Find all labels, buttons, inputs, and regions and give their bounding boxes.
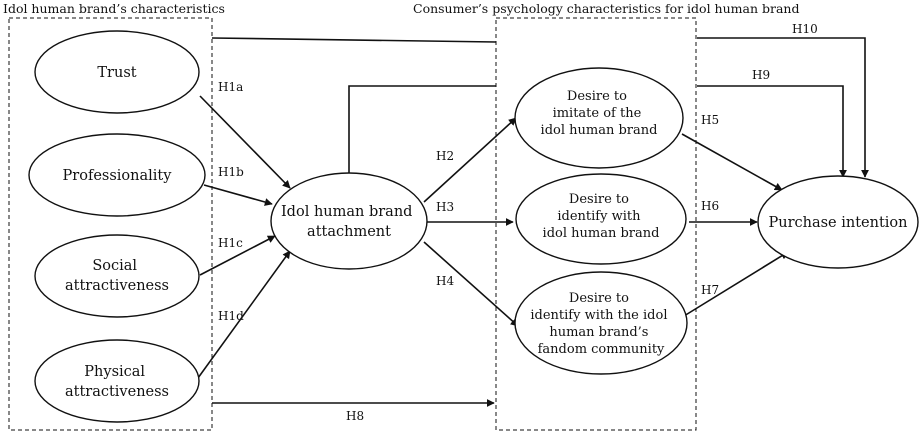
node-purchase-intention: Purchase intention <box>757 175 919 269</box>
node-desire-imitate: Desire to imitate of the idol human bran… <box>514 67 684 169</box>
node-social-attractiveness-line-2: attractiveness <box>65 278 169 294</box>
node-social-attractiveness-line-1: Social <box>92 258 137 274</box>
edge-h2 <box>423 117 517 203</box>
node-attachment: Idol human brand attachment <box>270 172 428 270</box>
node-desire-imitate-line-1: Desire to <box>567 89 627 104</box>
node-social-attractiveness: Social attractiveness <box>34 234 200 318</box>
node-physical-attractiveness-line-2: attractiveness <box>65 384 169 400</box>
svg-text:Desire to identify with: Desire to identify with the idol human b… <box>530 291 671 357</box>
edge-h9 <box>348 85 496 173</box>
idol-characteristics-group <box>8 17 213 431</box>
node-desire-fandom: Desire to identify with the idol human b… <box>514 271 688 375</box>
edge-h1c <box>199 235 276 276</box>
node-professionality-line: Professionality <box>63 168 173 184</box>
node-desire-imitate-line-2: imitate of the <box>553 106 642 121</box>
label-h2: H2 <box>436 149 454 163</box>
node-desire-identify: Desire to identify with idol human brand <box>515 173 687 265</box>
label-h6: H6 <box>701 199 719 213</box>
node-attachment-line-2: attachment <box>307 224 391 240</box>
label-h1d: H1d <box>218 309 244 323</box>
edge-h5 <box>681 133 783 191</box>
svg-text:Desire to imitate of the: Desire to imitate of the idol human bran… <box>541 89 658 138</box>
label-h9: H9 <box>752 68 770 82</box>
label-h4: H4 <box>436 274 454 288</box>
svg-text:Trust: Trust <box>97 65 136 81</box>
label-h7: H7 <box>701 283 719 297</box>
edge-h7 <box>683 251 789 317</box>
edge-h1b <box>203 184 273 206</box>
svg-text:Idol human brand attachm: Idol human brand attachment <box>281 204 417 240</box>
edge-h10-right <box>697 37 869 178</box>
node-desire-identify-line-2: identify with <box>557 209 641 224</box>
node-desire-imitate-line-3: idol human brand <box>541 123 658 138</box>
svg-text:Social attractiveness: Social attractiveness <box>65 258 169 294</box>
node-desire-identify-line-3: idol human brand <box>543 226 660 241</box>
idol-characteristics-title: Idol human brand’s characteristics <box>3 1 225 16</box>
svg-text:Professionality: Professionality <box>63 168 173 184</box>
svg-text:Desire to identify with: Desire to identify with idol human brand <box>543 192 660 241</box>
node-trust-line: Trust <box>97 65 136 81</box>
svg-text:Purchase intention: Purchase intention <box>768 215 907 231</box>
edge-h1a <box>199 95 291 189</box>
node-purchase-intention-line: Purchase intention <box>768 215 907 231</box>
node-desire-identify-line-1: Desire to <box>569 192 629 207</box>
label-h1a: H1a <box>218 80 243 94</box>
node-desire-fandom-line-1: Desire to <box>569 291 629 306</box>
edge-h9-right <box>697 85 847 178</box>
edge-h4 <box>423 241 519 327</box>
node-desire-fandom-line-3: human brand’s <box>549 325 648 340</box>
svg-text:Physical attractiveness: Physical attractiveness <box>65 364 169 400</box>
label-h1b: H1b <box>218 165 244 179</box>
label-h1c: H1c <box>218 236 243 250</box>
node-physical-attractiveness: Physical attractiveness <box>34 339 200 423</box>
label-h10: H10 <box>792 22 818 36</box>
node-physical-attractiveness-line-1: Physical <box>84 364 145 380</box>
label-h3: H3 <box>436 200 454 214</box>
node-attachment-line-1: Idol human brand <box>281 204 412 220</box>
edge-h1d <box>197 250 291 379</box>
node-trust: Trust <box>34 30 200 114</box>
label-h5: H5 <box>701 113 719 127</box>
label-h8: H8 <box>346 409 364 423</box>
consumer-psychology-group <box>495 17 697 431</box>
node-desire-fandom-line-2: identify with the idol <box>530 308 667 323</box>
node-professionality: Professionality <box>28 133 206 217</box>
node-desire-fandom-line-4: fandom community <box>538 342 665 357</box>
edge-h10 <box>211 37 497 43</box>
consumer-psychology-title: Consumer’s psychology characteristics fo… <box>413 1 799 16</box>
